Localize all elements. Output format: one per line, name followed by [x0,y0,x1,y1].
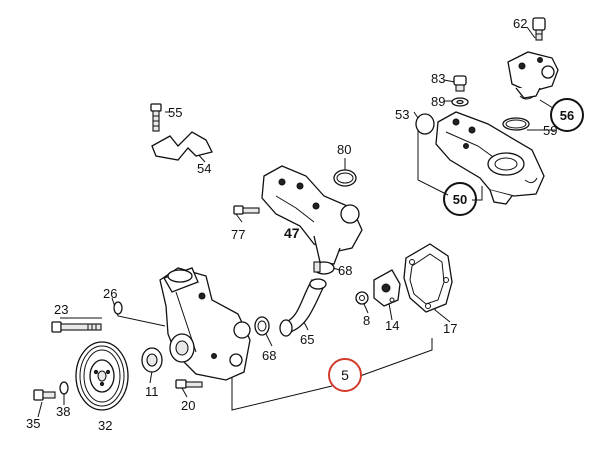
part-55-bolt [150,103,162,132]
label-68-upper: 68 [338,263,353,278]
callout-5: 5 [328,358,362,392]
label-35: 35 [26,416,41,431]
part-54-bracket [151,131,213,161]
label-77: 77 [231,227,246,242]
label-11: 11 [145,384,159,399]
label-83: 83 [431,71,446,86]
part-59-oring [502,117,530,131]
part-80-oring [333,169,357,187]
part-62-sensor [532,17,546,41]
part-65-hose [279,278,327,337]
part-32-pulley [75,341,129,411]
label-62: 62 [513,16,528,31]
part-26-washer [113,301,123,315]
part-50-manifold [435,111,545,205]
part-89-washer [451,97,469,107]
label-8: 8 [363,313,371,328]
callout-56: 56 [550,98,584,132]
part-47-manifold [261,165,363,265]
part-53-cap [415,113,435,135]
label-54: 54 [197,161,212,176]
label-26: 26 [103,286,118,301]
label-20: 20 [181,398,196,413]
part-68-clamp-lower [254,316,270,336]
part-77-bolt [233,205,260,215]
label-55: 55 [168,105,183,120]
label-65: 65 [300,332,315,347]
part-14-cover [373,269,401,307]
label-32: 32 [98,418,113,433]
label-38: 38 [56,404,71,419]
part-8-nut [355,291,369,305]
label-68-lower: 68 [262,348,277,363]
part-68-clamp-upper [313,261,335,275]
part-83-plug [453,75,467,92]
part-thermostat-housing [507,51,559,100]
part-38-washer [59,381,69,395]
label-53: 53 [395,107,410,122]
label-80: 80 [337,142,352,157]
part-20-bolt [175,379,203,389]
callout-50: 50 [443,182,477,216]
part-17-gasket [403,243,453,313]
part-35-bolt [33,389,56,401]
part-water-pump [159,267,251,381]
label-17: 17 [443,321,458,336]
label-89: 89 [431,94,446,109]
label-23: 23 [54,302,69,317]
part-23-bolt [51,321,102,333]
label-14: 14 [385,318,400,333]
label-59: 59 [543,123,558,138]
label-47: 47 [284,225,300,241]
part-11-hub [141,347,163,373]
